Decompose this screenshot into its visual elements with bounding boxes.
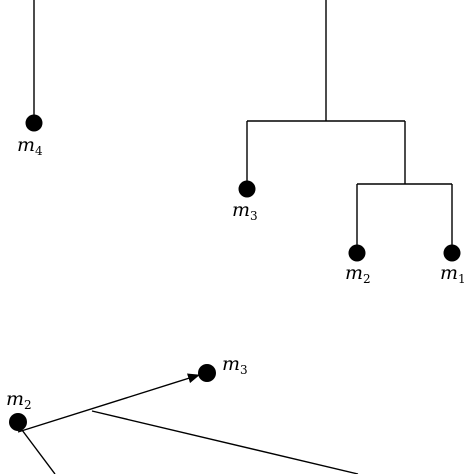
leaf-label-m2: m2 [345, 262, 371, 286]
graph-node-m3 [198, 364, 216, 382]
graph-label-m3: m3 [222, 353, 248, 377]
edge-m2-down [21, 429, 56, 474]
leaf-node-m3 [238, 180, 256, 198]
leaf-node-m2 [348, 244, 366, 262]
leaf-label-m1: m1 [440, 262, 466, 286]
leaf-label-m4: m4 [17, 134, 43, 158]
leaf-label-m3: m3 [232, 199, 258, 223]
dendrogram: m4 m3 m2 m1 [17, 0, 466, 286]
leaf-node-m4 [25, 114, 43, 132]
graph-label-m2: m2 [6, 388, 32, 412]
edge-branch-right [91, 410, 359, 474]
edge-m2-m3 [17, 373, 200, 433]
leaf-node-m1 [443, 244, 461, 262]
directed-graph: m2 m3 [6, 353, 359, 474]
graph-node-m2 [9, 413, 27, 431]
